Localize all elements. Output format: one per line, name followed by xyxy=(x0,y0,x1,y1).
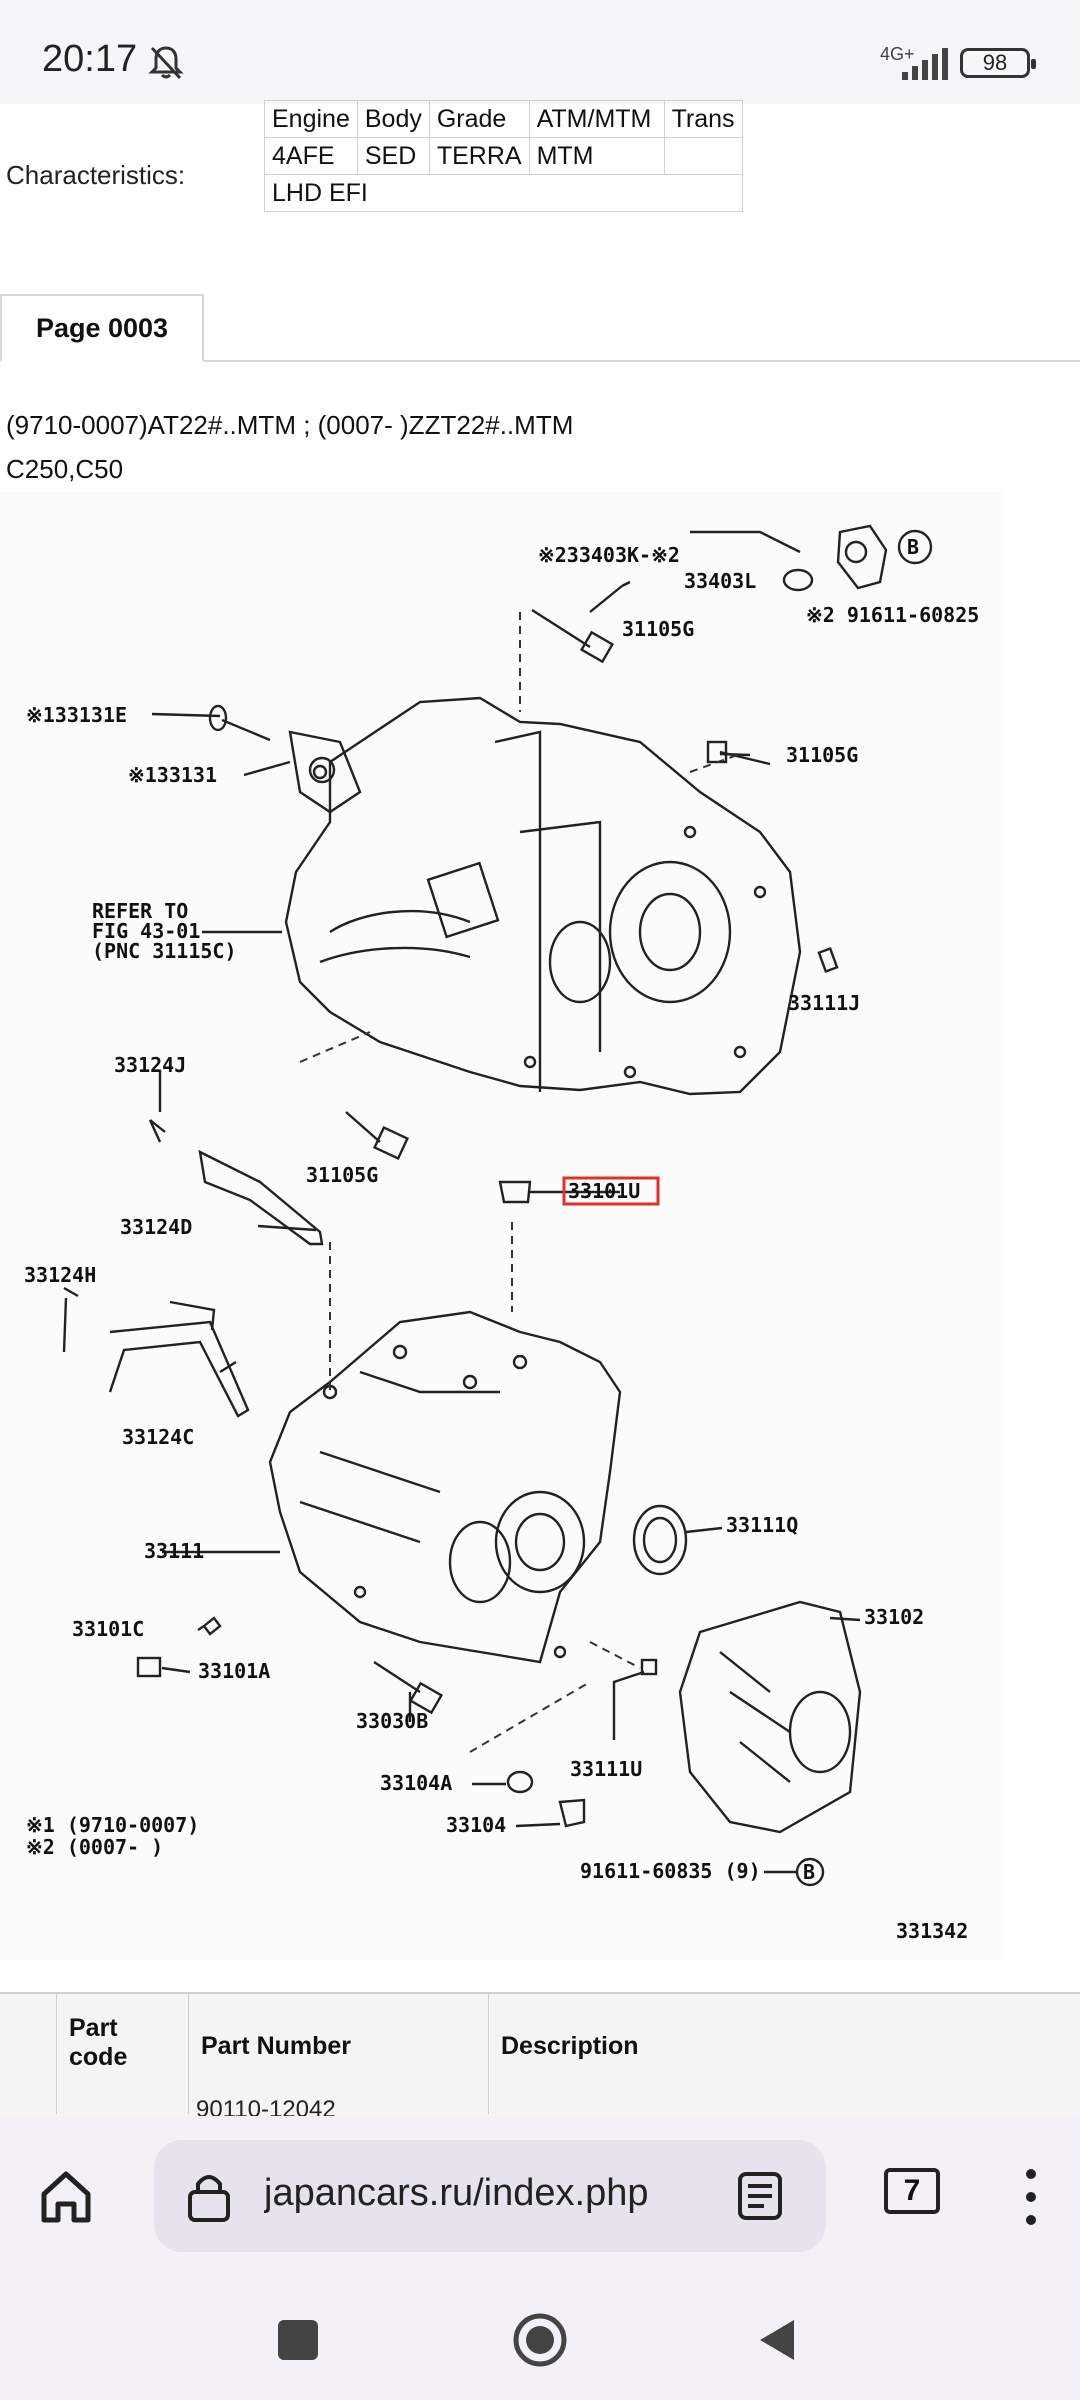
model-applicability: (9710-0007)AT22#..MTM ; (0007- )ZZT22#..… xyxy=(6,410,574,440)
nav-home-icon[interactable] xyxy=(510,2310,570,2370)
diagram-label[interactable]: 33124D xyxy=(120,1215,192,1239)
diagram-label[interactable]: 33111 xyxy=(144,1539,204,1563)
table-cell: Trans xyxy=(663,100,743,138)
diagram-label[interactable]: 33104 xyxy=(446,1813,506,1837)
diagram-label[interactable]: 33102 xyxy=(864,1605,924,1629)
network-type: 4G+ xyxy=(880,44,915,64)
table-row: LHD EFI xyxy=(264,174,743,212)
diagram-label[interactable]: 33111U xyxy=(570,1757,642,1781)
diagram-note: ※1 (9710-0007) xyxy=(26,1813,199,1837)
diagram-label[interactable]: 33030B xyxy=(356,1709,428,1733)
back-icon[interactable] xyxy=(756,2316,796,2364)
diagram-note: ※2 (0007- ) xyxy=(26,1835,163,1859)
table-cell: SED xyxy=(356,137,430,175)
table-cell: LHD EFI xyxy=(264,174,743,212)
browser-toolbar: japancars.ru/index.php 7 xyxy=(0,2116,1080,2276)
status-bar: 20:17 4G+ 98 xyxy=(0,0,1080,104)
parts-table-header: Part code Part Number Description xyxy=(0,1992,1080,2116)
table-cell xyxy=(663,137,743,175)
tabs-icon[interactable]: 7 xyxy=(884,2168,940,2214)
table-cell: Body xyxy=(356,100,430,138)
diagram-label[interactable]: 33101A xyxy=(198,1659,270,1683)
reader-mode-icon[interactable] xyxy=(734,2170,786,2222)
lock-icon[interactable] xyxy=(184,2170,234,2224)
diagram-label[interactable]: 33111J xyxy=(788,991,860,1015)
clock: 20:17 xyxy=(42,38,138,80)
column-header-part-number: Part Number xyxy=(188,1994,488,2114)
table-row[interactable]: 90110-12042 xyxy=(0,2096,1080,2116)
diagram-label[interactable]: 91611-60835 (9) xyxy=(580,1859,761,1883)
diagram-label: (PNC 31115C) xyxy=(92,939,237,963)
home-icon[interactable] xyxy=(34,2164,98,2228)
diagram-label: B xyxy=(803,1860,815,1884)
diagram-label-highlighted[interactable]: 33101U xyxy=(568,1179,640,1203)
diagram-label: FIG 43-01 xyxy=(92,919,200,943)
tab-page-0003[interactable]: Page 0003 xyxy=(0,294,204,362)
diagram-label[interactable]: 31105G xyxy=(622,617,694,641)
diagram-label[interactable]: 33124C xyxy=(122,1425,194,1449)
model-codes: C250,C50 xyxy=(6,454,124,484)
diagram-label[interactable]: ※133131E xyxy=(26,703,127,727)
table-cell: MTM xyxy=(528,137,665,175)
diagram-label[interactable]: 33104A xyxy=(380,1771,452,1795)
bell-off-icon xyxy=(148,46,184,80)
diagram-label[interactable]: ※233403K-※2 xyxy=(538,543,680,567)
diagram-drawing: ※233403K-※2 33403L ※2 91611-60825 B 3110… xyxy=(24,524,979,1943)
url-bar[interactable]: japancars.ru/index.php xyxy=(154,2140,826,2252)
table-row: 4AFE SED TERRA MTM xyxy=(264,137,743,175)
table-cell: TERRA xyxy=(428,137,530,175)
highlight-box xyxy=(562,1176,660,1206)
parts-diagram[interactable]: ※233403K-※2 33403L ※2 91611-60825 B 3110… xyxy=(0,492,1004,1960)
diagram-label: REFER TO xyxy=(92,899,188,923)
tab-divider xyxy=(0,360,1080,362)
diagram-label[interactable]: 31105G xyxy=(786,743,858,767)
url-text[interactable]: japancars.ru/index.php xyxy=(264,2172,649,2214)
diagram-code: 331342 xyxy=(896,1919,968,1943)
diagram-label[interactable]: ※133131 xyxy=(128,763,217,787)
diagram-label: B xyxy=(907,535,919,559)
diagram-label[interactable]: 33124J xyxy=(114,1053,186,1077)
diagram-label[interactable]: 33124H xyxy=(24,1263,96,1287)
table-row: Engine Body Grade ATM/MTM Trans xyxy=(264,100,743,138)
diagram-label[interactable]: ※2 91611-60825 xyxy=(806,603,979,627)
diagram-label[interactable]: 33111Q xyxy=(726,1513,798,1537)
column-header-description: Description xyxy=(488,1994,1080,2114)
characteristics-label: Characteristics: xyxy=(6,160,186,190)
table-cell: ATM/MTM xyxy=(528,100,665,138)
diagram-label[interactable]: 31105G xyxy=(306,1163,378,1187)
diagram-label[interactable]: 33403L xyxy=(684,569,756,593)
characteristics-table: Engine Body Grade ATM/MTM Trans 4AFE SED… xyxy=(264,100,743,212)
system-navigation-bar xyxy=(0,2276,1080,2400)
signal-icon xyxy=(902,48,948,80)
more-vert-icon[interactable] xyxy=(1016,2164,1046,2230)
recents-icon[interactable] xyxy=(278,2320,318,2360)
battery-icon: 98 xyxy=(960,48,1036,78)
table-cell: 4AFE xyxy=(264,137,358,175)
table-cell: Engine xyxy=(264,100,358,138)
table-cell: Grade xyxy=(428,100,530,138)
column-header-part-code: Part code xyxy=(56,1994,188,2114)
part-number-cell: 90110-12042 xyxy=(196,2096,336,2116)
diagram-label[interactable]: 33101C xyxy=(72,1617,144,1641)
